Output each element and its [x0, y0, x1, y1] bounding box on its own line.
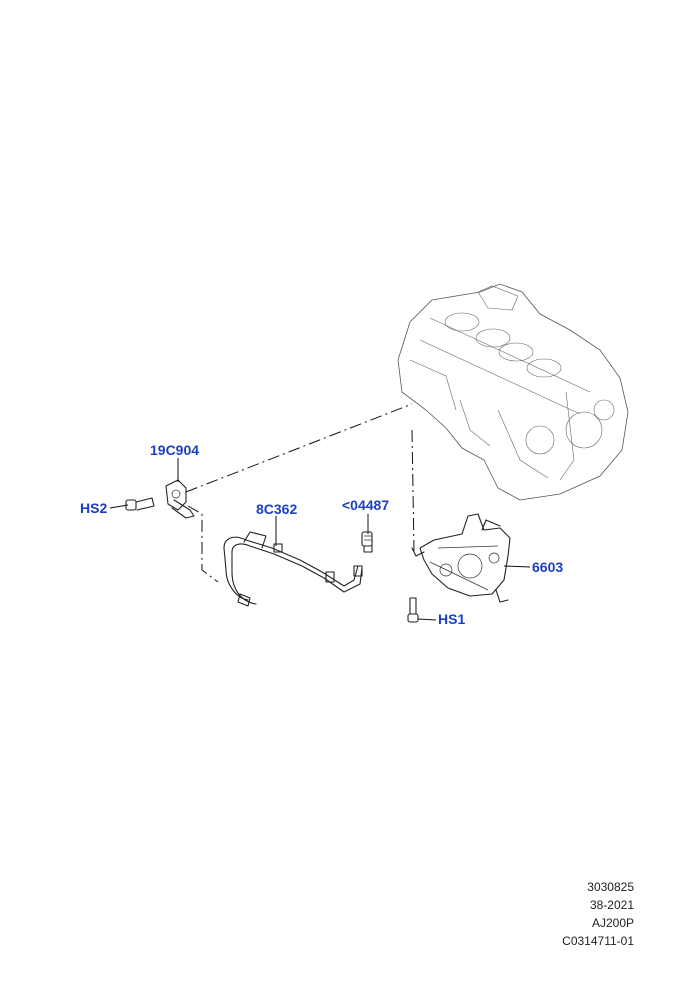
- callout-HS2[interactable]: HS2: [80, 500, 107, 516]
- callout-8C362[interactable]: 8C362: [256, 501, 297, 517]
- reference-block: 3030825 38-2021 AJ200P C0314711-01: [514, 878, 634, 950]
- alignment-line-pump: [411, 429, 415, 553]
- leader-hs1: [417, 618, 437, 621]
- callout-04487[interactable]: <04487: [342, 497, 389, 513]
- callout-6603[interactable]: 6603: [532, 559, 563, 575]
- reference-line-2: 38-2021: [589, 898, 634, 912]
- bracket-part: [165, 479, 195, 519]
- engine-block-illustration: [397, 283, 629, 501]
- leader-hs2: [109, 504, 129, 509]
- callout-19C904[interactable]: 19C904: [150, 442, 199, 458]
- bolt-hs2-part: [125, 497, 155, 511]
- leader-pump: [503, 565, 531, 568]
- reference-line-1: 3030825: [587, 880, 634, 894]
- callout-HS1[interactable]: HS1: [438, 611, 465, 627]
- bolt-hs1-part: [407, 597, 419, 623]
- alignment-line-tube: [187, 505, 219, 583]
- oil-pump-part: [411, 513, 511, 603]
- reference-line-4: C0314711-01: [562, 934, 634, 948]
- reference-line-3: AJ200P: [591, 916, 634, 930]
- oil-tube-part: [223, 531, 363, 607]
- sensor-part: [361, 531, 373, 553]
- alignment-line-bracket: [185, 403, 413, 493]
